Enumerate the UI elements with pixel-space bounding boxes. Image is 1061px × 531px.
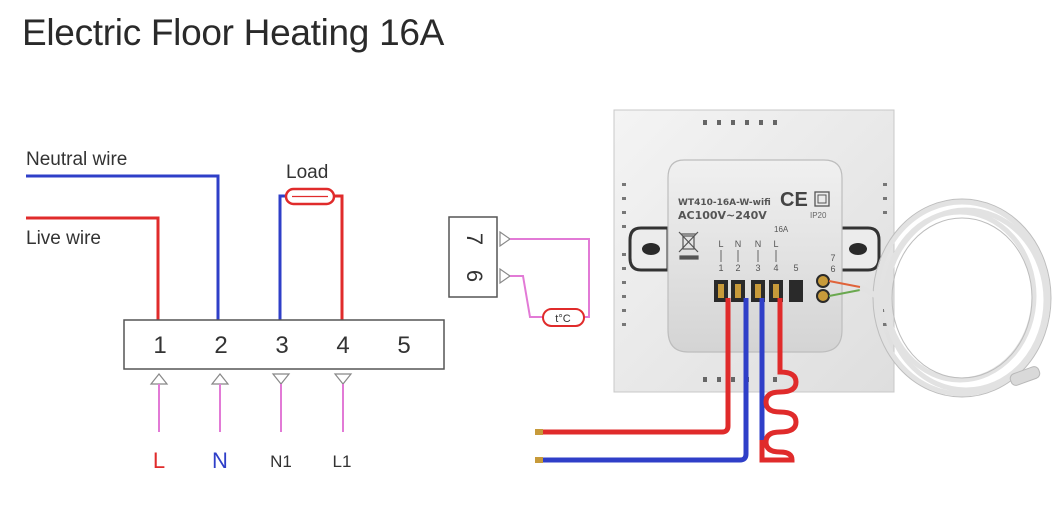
load-wire-red	[328, 194, 344, 320]
sensor-wire-1	[510, 238, 590, 318]
sensor-lead-green	[828, 289, 861, 297]
current-rating: 16A	[774, 225, 789, 234]
terminal-block	[123, 319, 445, 370]
svg-text:L: L	[773, 239, 778, 249]
sensor-terminal-7: 7	[462, 233, 487, 245]
svg-text:6: 6	[830, 264, 835, 274]
label-N1: N1	[270, 452, 292, 471]
device-model: WT410-16A-W-wifi	[678, 198, 771, 208]
weee-bin-icon	[678, 231, 699, 260]
class2-icon	[814, 191, 830, 207]
live-wire	[26, 216, 160, 320]
live-wire-label: Live wire	[26, 228, 101, 249]
device-live-in-wire	[538, 298, 731, 435]
svg-text:2: 2	[735, 263, 740, 273]
terminal-4: 4	[336, 332, 349, 359]
device-terminal-labels: L N N L 1 2 3 4 5 7 6	[718, 239, 835, 274]
sensor-label: t°C	[555, 313, 570, 325]
device-terminal-arrows	[720, 250, 777, 262]
terminal-leads	[158, 384, 344, 432]
sensor-arrows	[499, 230, 512, 285]
svg-text:L: L	[718, 239, 723, 249]
neutral-wire-label: Neutral wire	[26, 149, 127, 170]
top-vents	[703, 120, 777, 125]
sensor-probe	[1009, 366, 1041, 386]
sensor-terminal-6: 6	[462, 270, 487, 282]
svg-text:N: N	[735, 239, 742, 249]
terminal-2: 2	[214, 332, 227, 359]
ip-rating: IP20	[810, 211, 827, 220]
terminal-5: 5	[397, 332, 410, 359]
thermostat-body	[667, 159, 843, 353]
label-L: L	[153, 448, 165, 473]
page-title: Electric Floor Heating 16A	[22, 12, 445, 53]
terminal-3: 3	[275, 332, 288, 359]
terminal-arrows	[149, 373, 353, 385]
sensor-lead-red	[828, 280, 861, 288]
svg-text:3: 3	[755, 263, 760, 273]
load-wire-blue	[278, 194, 290, 320]
svg-text:5: 5	[793, 263, 798, 273]
svg-text:4: 4	[773, 263, 778, 273]
neutral-wire	[26, 174, 220, 320]
device-neutral-in-wire	[538, 298, 749, 463]
sensor-terminal-block	[448, 216, 498, 298]
svg-text:1: 1	[718, 263, 723, 273]
sensor-cable-coil	[873, 199, 1051, 397]
load-label: Load	[286, 162, 328, 183]
device-terminal-slots	[714, 280, 803, 302]
svg-text:7: 7	[830, 253, 835, 263]
device-load-coil	[759, 298, 799, 463]
device-voltage: AC100V~240V	[678, 209, 767, 222]
svg-text:N: N	[755, 239, 762, 249]
label-L1: L1	[333, 452, 352, 471]
ce-mark: CE	[780, 189, 808, 211]
temperature-sensor	[542, 308, 585, 327]
terminal-1: 1	[153, 332, 166, 359]
label-N: N	[212, 448, 228, 473]
sensor-wire-2	[510, 275, 543, 318]
